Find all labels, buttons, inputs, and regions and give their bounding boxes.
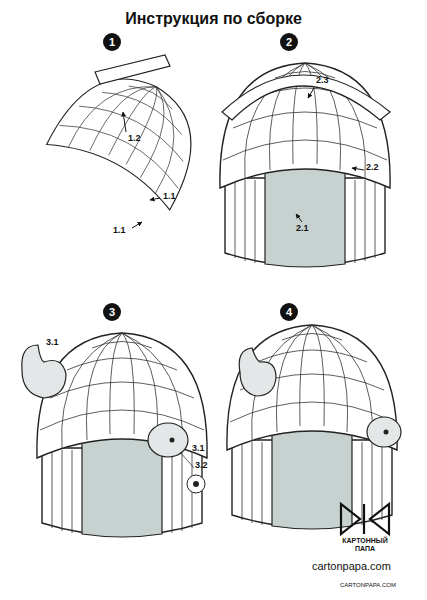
step-number: 2 <box>280 33 298 51</box>
title: Инструкция по сборке <box>0 10 427 28</box>
logo-text: КАРТОННЫЙ ПАПА <box>335 537 395 552</box>
callout-number: 3.1 <box>46 338 59 348</box>
callout-number: 2.2 <box>366 163 379 173</box>
callout-number: 2.1 <box>296 224 309 234</box>
website: CARTONPAPA.COM <box>340 582 396 589</box>
callout-number: 3.1 <box>192 444 205 454</box>
step-number: 4 <box>280 303 298 321</box>
step-number: 3 <box>103 303 121 321</box>
callout-number: 2.3 <box>316 76 329 86</box>
callout-number: 1.2 <box>128 134 141 144</box>
watermark: cartonpapa.com <box>312 560 391 572</box>
step-number: 1 <box>103 33 121 51</box>
step-number-text: 1 <box>109 36 115 48</box>
callout-number: 3.2 <box>195 461 208 471</box>
step-number-text: 4 <box>286 306 292 318</box>
callout-number: 1.1 <box>113 226 126 236</box>
step-number-text: 2 <box>286 36 292 48</box>
step-number-text: 3 <box>109 306 115 318</box>
callout-number: 1.1 <box>163 192 176 202</box>
